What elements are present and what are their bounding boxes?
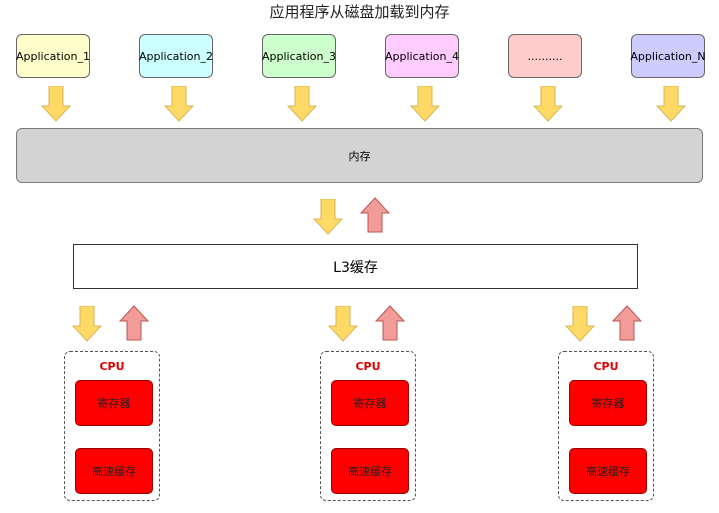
cache-block: 高速缓存 — [569, 448, 647, 494]
down-arrow-icon — [164, 86, 194, 122]
down-arrow-icon — [313, 199, 343, 235]
down-arrow-icon — [328, 306, 358, 342]
down-arrow-icon — [656, 86, 686, 122]
register-block: 寄存器 — [331, 380, 409, 426]
application-box-1: Application_1 — [16, 34, 90, 78]
l3-cache-block: L3缓存 — [73, 244, 638, 289]
register-block: 寄存器 — [75, 380, 153, 426]
cpu-label: CPU — [593, 360, 619, 373]
cache-block: 高速缓存 — [75, 448, 153, 494]
up-arrow-icon — [360, 197, 390, 233]
application-box-4: Application_4 — [385, 34, 459, 78]
down-arrow-icon — [565, 306, 595, 342]
application-box-3: Application_3 — [262, 34, 336, 78]
application-box-n: Application_N — [630, 34, 706, 78]
diagram-title: 应用程序从磁盘加载到内存 — [269, 3, 450, 21]
down-arrow-icon — [72, 306, 102, 342]
down-arrow-icon — [410, 86, 440, 122]
cache-block: 高速缓存 — [331, 448, 409, 494]
application-box-ellipsis: .......... — [508, 34, 582, 78]
cpu-label: CPU — [355, 360, 381, 373]
cpu-group-1: CPU 寄存器 高速缓存 — [64, 351, 160, 501]
down-arrow-icon — [533, 86, 563, 122]
cpu-group-2: CPU 寄存器 高速缓存 — [320, 351, 416, 501]
up-arrow-icon — [119, 305, 149, 341]
memory-block: 内存 — [16, 128, 703, 183]
down-arrow-icon — [41, 86, 71, 122]
register-block: 寄存器 — [569, 380, 647, 426]
down-arrow-icon — [287, 86, 317, 122]
application-box-2: Application_2 — [139, 34, 213, 78]
cpu-group-3: CPU 寄存器 高速缓存 — [558, 351, 654, 501]
up-arrow-icon — [375, 305, 405, 341]
cpu-label: CPU — [99, 360, 125, 373]
up-arrow-icon — [612, 305, 642, 341]
